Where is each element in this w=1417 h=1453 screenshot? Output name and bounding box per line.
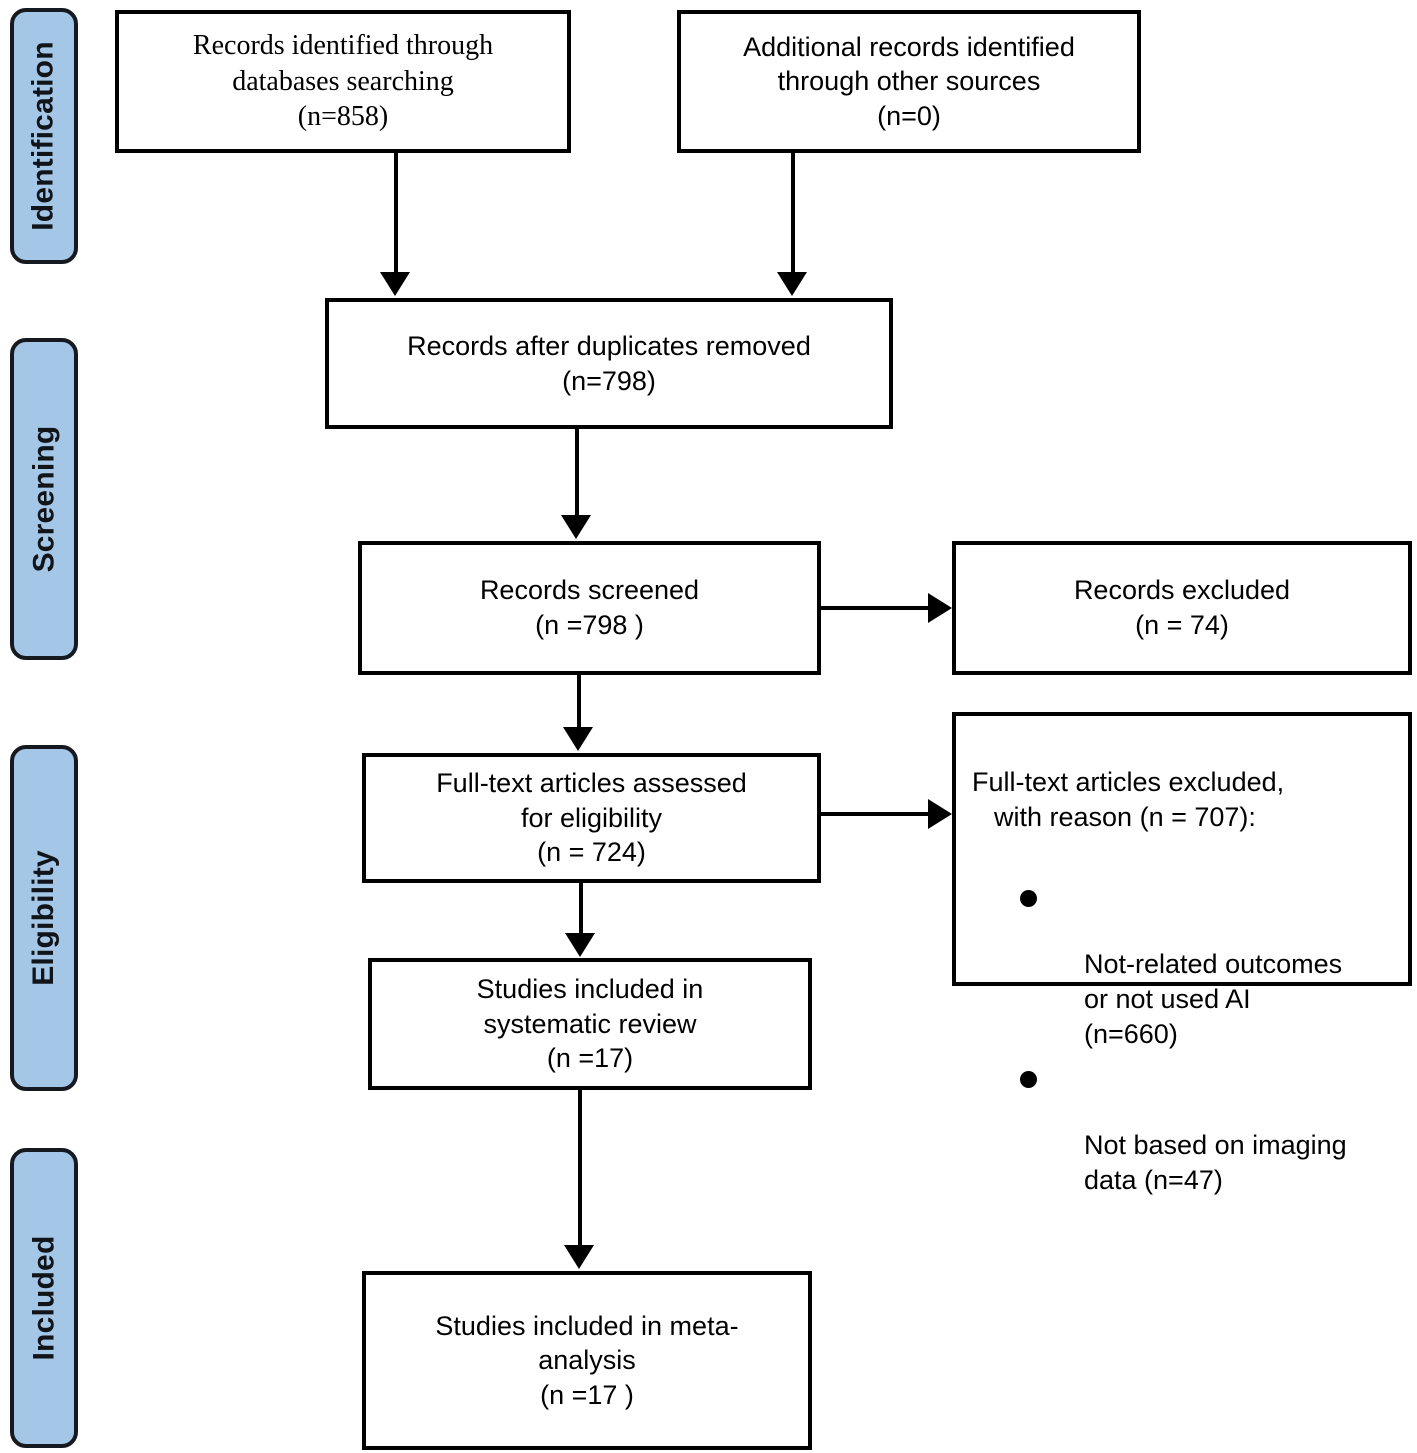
box-fulltext-excluded-title-line2: with reason (n = 707): <box>994 802 1256 833</box>
connector-other-sources-to-duplicates <box>791 152 795 274</box>
box-included-meta-analysis: Studies included in meta- analysis (n =1… <box>362 1271 812 1450</box>
bullet-icon <box>1020 890 1037 908</box>
box-records-after-duplicates: Records after duplicates removed (n=798) <box>325 298 893 429</box>
bullet-icon <box>1020 1071 1037 1089</box>
arrowhead-systematic-to-meta <box>564 1245 594 1269</box>
box-records-identified-other: Additional records identified through ot… <box>677 10 1141 153</box>
arrowhead-screened-to-excluded <box>928 593 952 623</box>
connector-fulltext-to-excluded <box>821 812 931 816</box>
arrowhead-other-sources-to-duplicates <box>777 272 807 296</box>
arrowhead-screened-to-fulltext <box>563 727 593 751</box>
connector-screened-to-fulltext <box>577 675 581 729</box>
box-records-screened: Records screened (n =798 ) <box>358 541 821 675</box>
stage-label-identification: Identification <box>27 41 60 231</box>
box-records-identified-databases: Records identified through databases sea… <box>115 10 571 153</box>
exclusion-reason-text: Not based on imaging data (n=47) <box>1084 1130 1347 1195</box>
box-fulltext-assessed: Full-text articles assessed for eligibil… <box>362 753 821 883</box>
stage-pill-included: Included <box>10 1148 78 1448</box>
stage-pill-identification: Identification <box>10 8 78 264</box>
exclusion-reason-item: Not based on imaging data (n=47) <box>956 1059 1408 1197</box>
box-included-systematic-review: Studies included in systematic review (n… <box>368 958 812 1090</box>
box-records-excluded-text: Records excluded (n = 74) <box>1073 575 1291 640</box>
connector-fulltext-to-systematic <box>579 883 583 935</box>
stage-pill-eligibility: Eligibility <box>10 745 78 1091</box>
box-fulltext-assessed-text: Full-text articles assessed for eligibil… <box>436 768 747 868</box>
box-records-screened-text: Records screened (n =798 ) <box>479 575 700 640</box>
arrowhead-identified-to-duplicates <box>380 272 410 296</box>
connector-systematic-to-meta <box>578 1090 582 1247</box>
exclusion-reason-list: Not-related outcomes or not used AI (n=6… <box>956 878 1408 1197</box>
box-records-excluded: Records excluded (n = 74) <box>952 541 1412 675</box>
stage-label-included: Included <box>27 1235 61 1361</box>
box-included-systematic-review-text: Studies included in systematic review (n… <box>476 974 704 1074</box>
exclusion-reason-text: Not-related outcomes or not used AI (n=6… <box>1084 949 1343 1049</box>
box-included-meta-analysis-text: Studies included in meta- analysis (n =1… <box>435 1310 739 1410</box>
exclusion-reason-item: Not-related outcomes or not used AI (n=6… <box>956 878 1408 1051</box>
connector-identified-to-duplicates <box>394 152 398 274</box>
connector-duplicates-to-screened <box>575 429 579 518</box>
box-records-identified-other-text: Additional records identified through ot… <box>743 31 1075 131</box>
stage-label-eligibility: Eligibility <box>27 850 61 986</box>
box-fulltext-excluded-title: Full-text articles excluded, with reason… <box>972 730 1408 870</box>
arrowhead-duplicates-to-screened <box>561 515 591 539</box>
box-records-after-duplicates-text: Records after duplicates removed (n=798) <box>407 330 811 396</box>
arrowhead-fulltext-to-excluded <box>928 799 952 829</box>
arrowhead-fulltext-to-systematic <box>565 933 595 957</box>
stage-label-screening: Screening <box>27 425 61 573</box>
box-fulltext-excluded-title-line1: Full-text articles excluded, <box>972 767 1285 798</box>
connector-screened-to-excluded <box>821 606 931 610</box>
stage-pill-screening: Screening <box>10 338 78 660</box>
box-records-identified-databases-text: Records identified through databases sea… <box>192 29 494 133</box>
box-fulltext-excluded: Full-text articles excluded, with reason… <box>952 712 1412 1195</box>
